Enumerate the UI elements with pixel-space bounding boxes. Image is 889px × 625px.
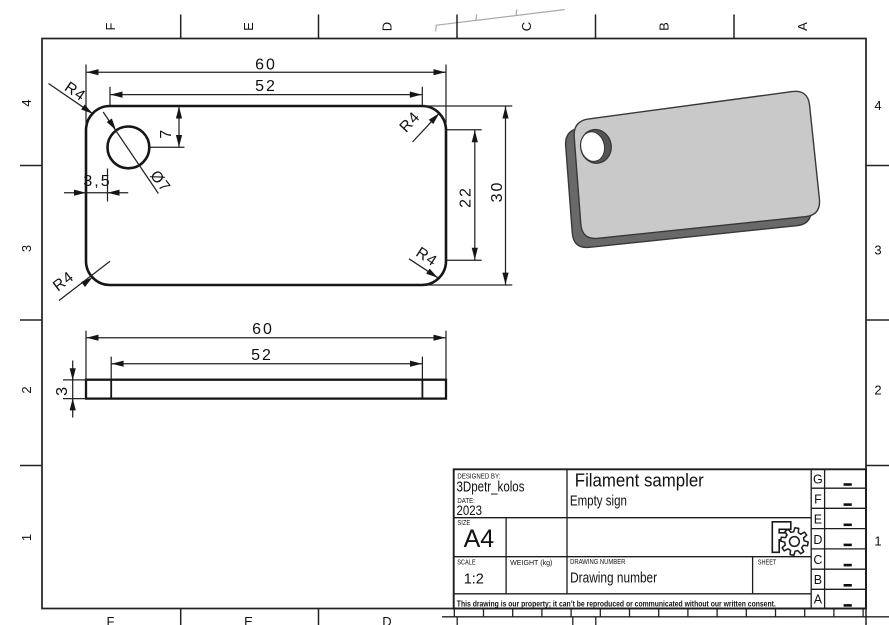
svg-text:30: 30 — [489, 181, 506, 203]
svg-text:Drawing number: Drawing number — [570, 570, 657, 586]
svg-text:E: E — [241, 22, 256, 31]
svg-text:F: F — [107, 614, 115, 625]
svg-text:R4: R4 — [413, 244, 441, 270]
svg-text:A4: A4 — [464, 525, 495, 553]
svg-text:SHEET: SHEET — [758, 559, 777, 566]
svg-text:4: 4 — [19, 99, 34, 106]
svg-text:WEIGHT (kg): WEIGHT (kg) — [510, 560, 552, 567]
svg-text:2: 2 — [874, 383, 881, 398]
svg-text:This drawing is our property;: This drawing is our property; it can’t b… — [457, 598, 776, 608]
svg-text:E: E — [814, 513, 822, 527]
svg-text:R4: R4 — [50, 268, 78, 295]
svg-text:60: 60 — [252, 321, 274, 338]
svg-text:SCALE: SCALE — [457, 560, 476, 567]
svg-text:F: F — [103, 22, 118, 30]
svg-text:DATE:: DATE: — [457, 498, 475, 505]
svg-text:3Dpetr_kolos: 3Dpetr_kolos — [457, 479, 525, 495]
svg-text:52: 52 — [251, 347, 273, 364]
svg-text:3: 3 — [19, 245, 34, 252]
svg-text:D: D — [382, 614, 391, 625]
svg-text:E: E — [244, 614, 253, 625]
svg-text:4: 4 — [874, 98, 881, 113]
svg-text:R4: R4 — [61, 79, 89, 105]
svg-text:1:2: 1:2 — [464, 571, 484, 587]
svg-text:1: 1 — [19, 534, 34, 541]
svg-text:22: 22 — [458, 186, 475, 208]
svg-text:SIZE: SIZE — [457, 520, 470, 527]
svg-text:A: A — [795, 22, 810, 31]
svg-text:A: A — [814, 593, 823, 607]
svg-text:2: 2 — [19, 386, 34, 393]
svg-text:Filament sampler: Filament sampler — [575, 469, 704, 490]
svg-text:B: B — [657, 22, 672, 31]
svg-text:DESIGNED BY:: DESIGNED BY: — [457, 474, 500, 481]
svg-text:2023: 2023 — [457, 503, 483, 518]
svg-text:C: C — [813, 553, 822, 567]
svg-text:3: 3 — [54, 385, 71, 396]
svg-text:Empty sign: Empty sign — [570, 493, 627, 509]
svg-text:F: F — [814, 493, 822, 507]
svg-text:3: 3 — [874, 243, 881, 258]
svg-text:G: G — [813, 472, 823, 486]
svg-text:D: D — [380, 22, 395, 31]
svg-text:Ø7: Ø7 — [146, 168, 173, 196]
svg-text:C: C — [519, 22, 534, 31]
svg-text:52: 52 — [255, 78, 277, 95]
svg-text:7: 7 — [158, 128, 175, 139]
svg-text:1: 1 — [874, 534, 881, 549]
svg-text:DRAWING NUMBER: DRAWING NUMBER — [570, 559, 625, 566]
svg-text:R4: R4 — [397, 108, 424, 136]
svg-text:3,5: 3,5 — [83, 173, 111, 190]
svg-text:60: 60 — [255, 56, 277, 73]
svg-text:B: B — [814, 573, 822, 587]
svg-text:D: D — [813, 533, 822, 547]
